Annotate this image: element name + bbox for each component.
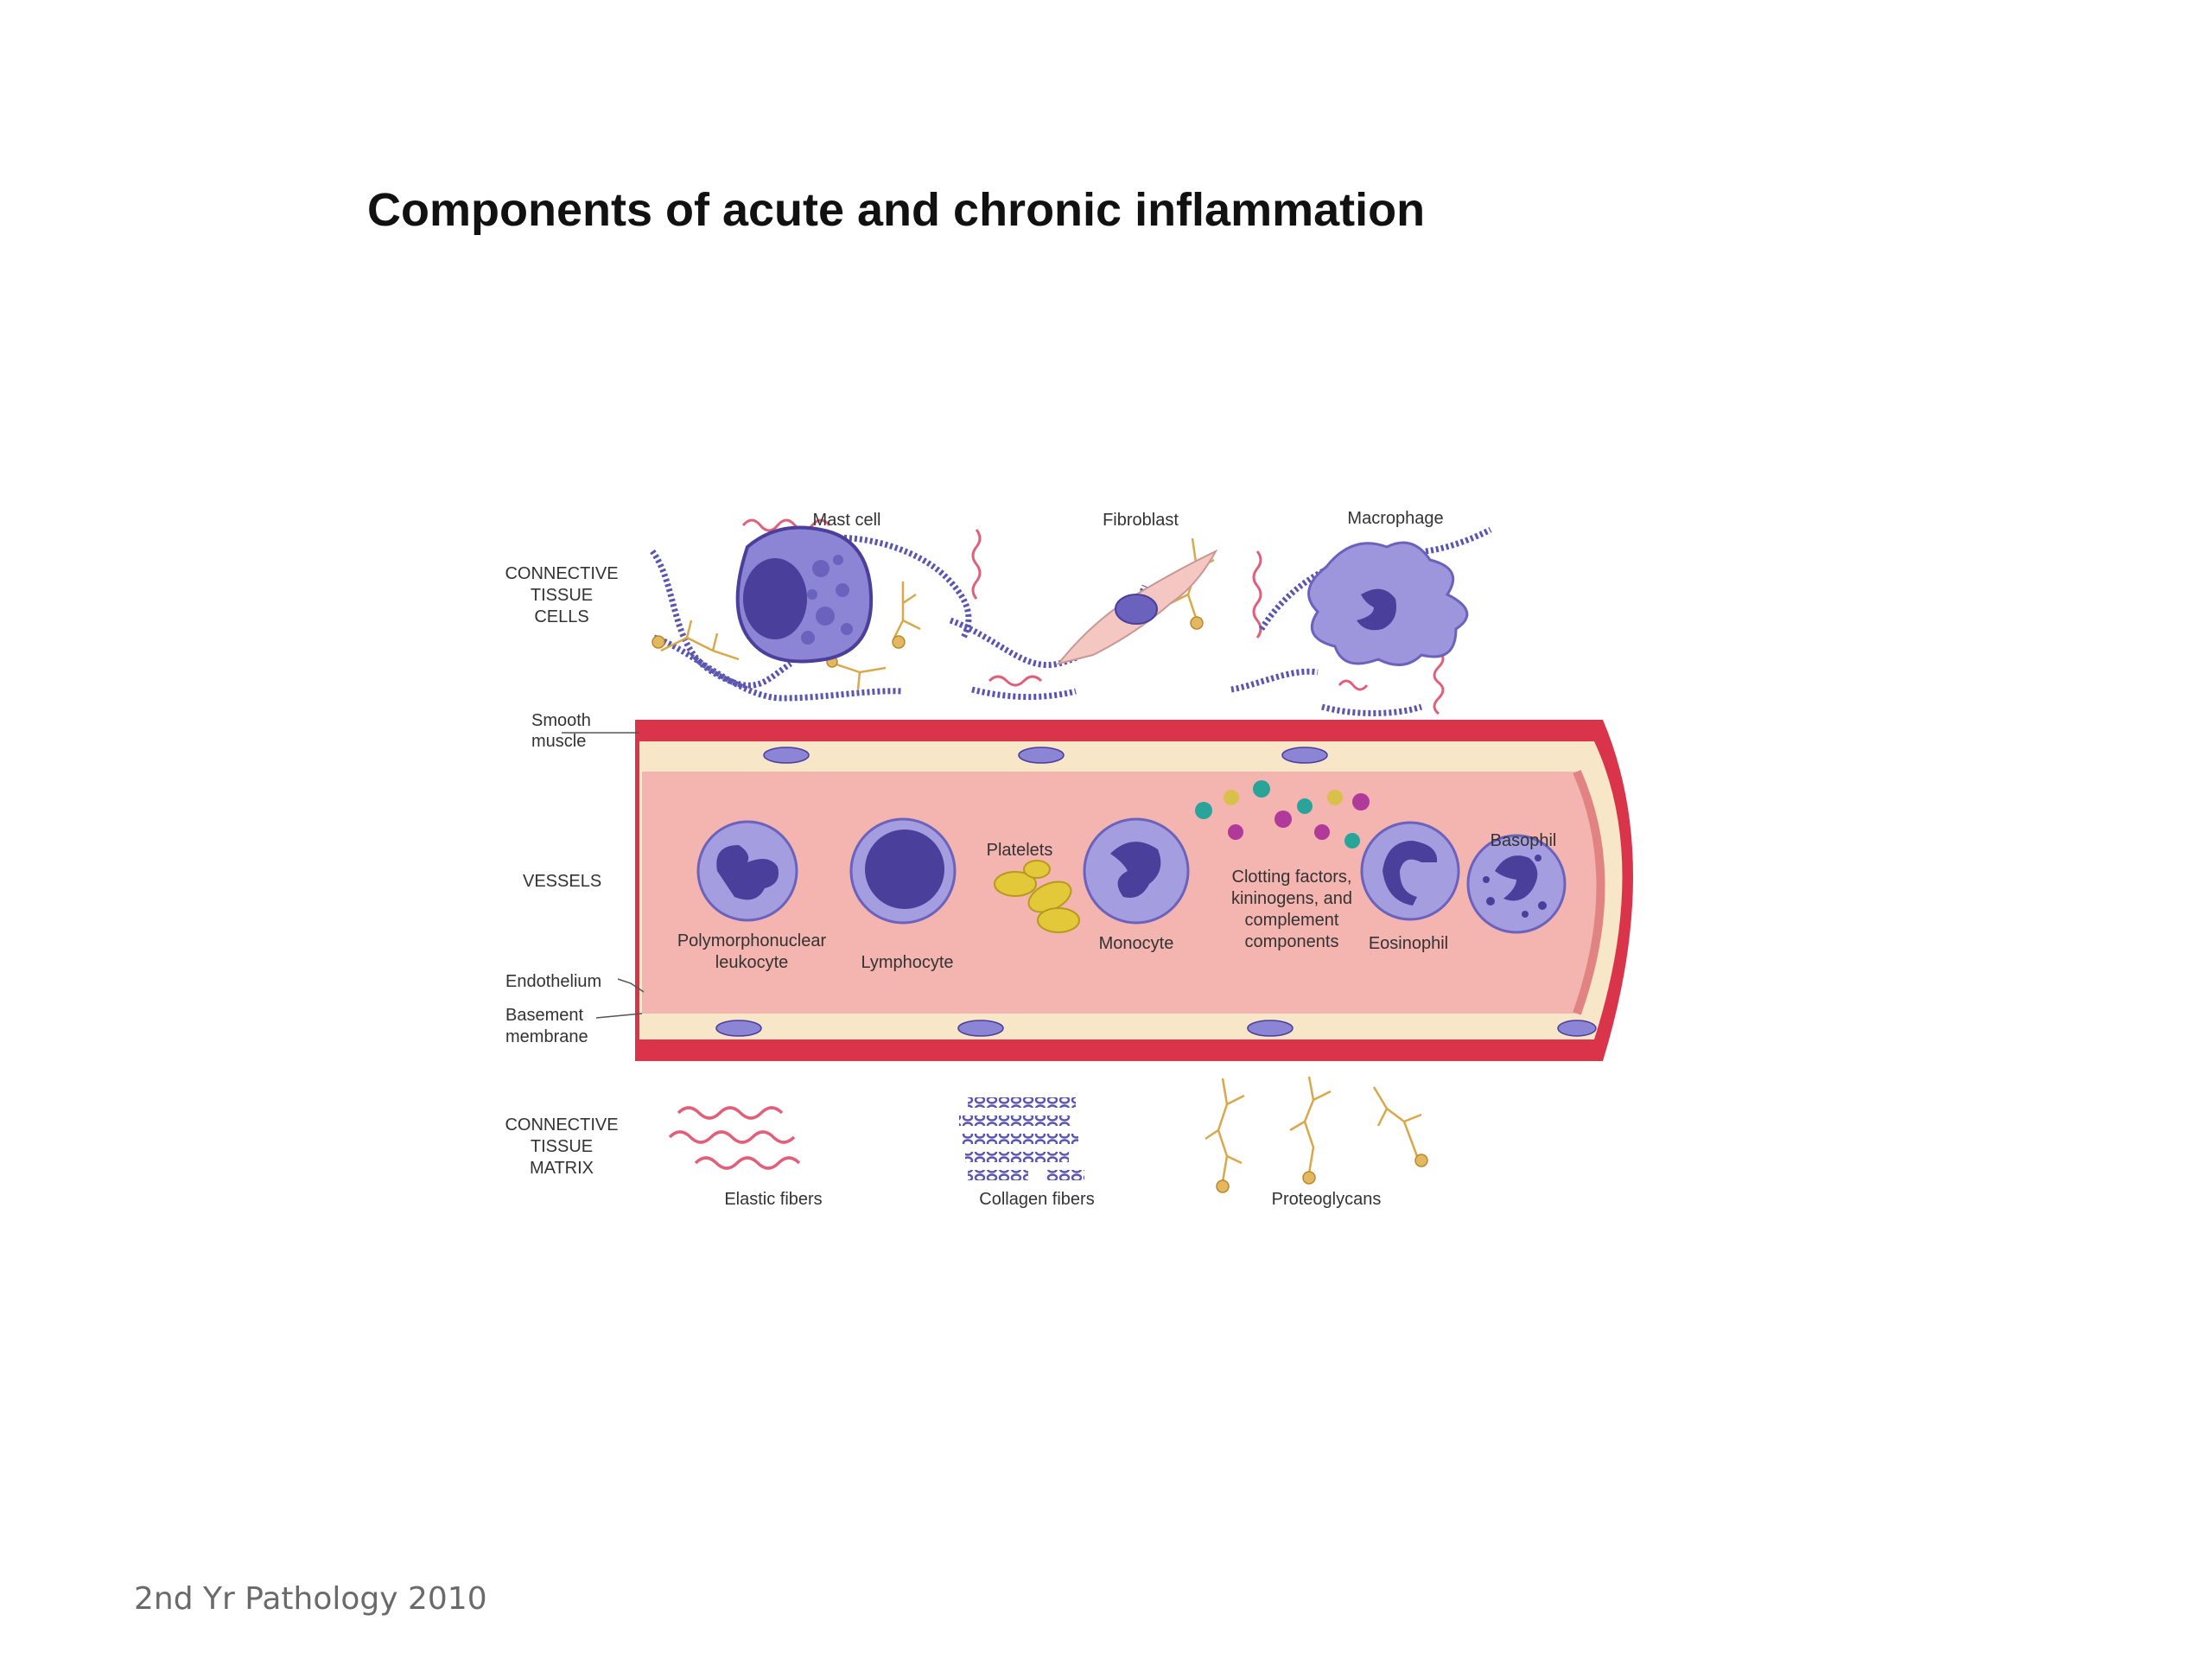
label-monocyte: Monocyte — [1099, 934, 1174, 953]
label-platelets: Platelets — [987, 841, 1053, 860]
label-basement-membrane-2: membrane — [505, 1027, 588, 1046]
leader-lines — [562, 732, 645, 1019]
label-smooth-muscle-2: muscle — [531, 732, 586, 751]
label-mast-cell: Mast cell — [813, 511, 881, 530]
elastic-fibers-sample — [668, 1106, 801, 1170]
fibroblast — [1056, 549, 1218, 665]
label-basophil: Basophil — [1491, 831, 1557, 850]
row-label-ct-cells-1: CONNECTIVE — [505, 564, 618, 583]
mast-cell — [735, 525, 874, 664]
label-basement-membrane-1: Basement — [505, 1006, 583, 1025]
proteoglycans-sample — [1205, 1076, 1422, 1183]
polymorphonuclear-leukocyte — [696, 820, 798, 922]
inflammation-diagram: CONNECTIVE TISSUE CELLS Smooth muscle VE… — [454, 499, 1711, 1218]
macrophage — [1307, 541, 1469, 666]
label-clotting-4: components — [1245, 932, 1339, 951]
clotting-factor-beads — [1195, 780, 1370, 849]
label-macrophage: Macrophage — [1347, 509, 1443, 528]
row-label-ct-matrix-1: CONNECTIVE — [505, 1116, 618, 1135]
label-clotting-3: complement — [1245, 911, 1339, 930]
lymphocyte — [849, 817, 957, 925]
row-label-ct-cells-2: TISSUE — [531, 586, 593, 605]
label-clotting-2: kininogens, and — [1231, 889, 1352, 908]
basophil — [1466, 834, 1567, 934]
label-pmn-1: Polymorphonuclear — [677, 931, 827, 950]
label-elastic-fibers: Elastic fibers — [724, 1190, 822, 1209]
label-pmn-2: leukocyte — [715, 953, 789, 972]
label-fibroblast: Fibroblast — [1103, 511, 1179, 530]
row-label-ct-matrix-3: MATRIX — [530, 1159, 594, 1178]
row-label-ct-matrix-2: TISSUE — [531, 1137, 593, 1156]
collagen-fibers-sample — [959, 1097, 1084, 1180]
connective-tissue-cells-region — [650, 518, 1492, 716]
eosinophil — [1360, 821, 1460, 921]
connective-tissue-matrix-region — [668, 1076, 1428, 1193]
label-endothelium: Endothelium — [505, 972, 601, 991]
label-smooth-muscle-1: Smooth — [531, 711, 591, 730]
label-clotting-1: Clotting factors, — [1232, 868, 1352, 887]
monocyte — [1083, 817, 1190, 925]
label-lymphocyte: Lymphocyte — [861, 953, 953, 972]
row-label-vessels: VESSELS — [523, 872, 601, 891]
label-collagen-fibers: Collagen fibers — [979, 1190, 1094, 1209]
blood-vessel — [635, 720, 1633, 1061]
label-eosinophil: Eosinophil — [1369, 934, 1448, 953]
slide-title: Components of acute and chronic inflamma… — [367, 184, 1426, 236]
label-proteoglycans: Proteoglycans — [1272, 1190, 1382, 1209]
slide-footer: 2nd Yr Pathology 2010 — [134, 1581, 487, 1617]
row-label-ct-cells-3: CELLS — [534, 607, 588, 626]
platelets — [994, 860, 1080, 933]
